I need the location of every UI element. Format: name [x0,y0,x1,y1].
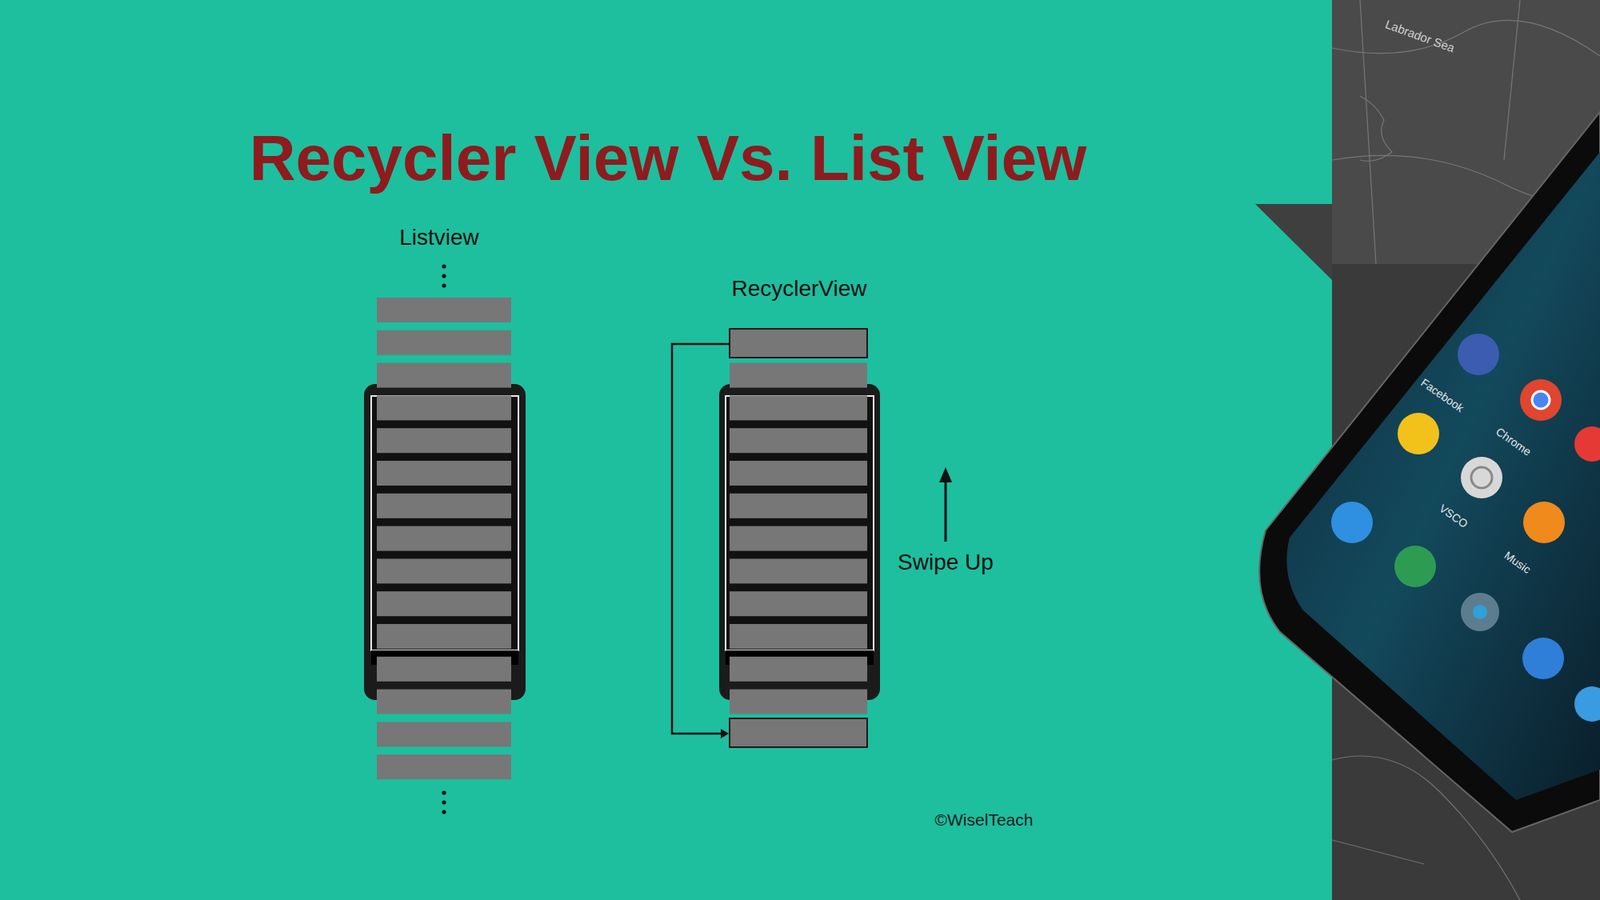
recycle-bracket [672,344,729,739]
listview-items [376,297,512,780]
swipe-arrow [939,467,952,542]
watermark: ©WiselTeach [935,810,1034,830]
phone-photo [1255,0,1600,900]
recyclerview-phone [719,384,880,700]
title: Recycler View Vs. List View [249,121,1088,196]
gesture-label: Swipe Up [897,549,994,576]
recyclerview-items [729,328,868,748]
ellipsis-dots [441,264,446,814]
column-heading: RecyclerView [731,276,867,302]
listview-phone [364,384,526,700]
column-heading: Listview [399,224,480,251]
